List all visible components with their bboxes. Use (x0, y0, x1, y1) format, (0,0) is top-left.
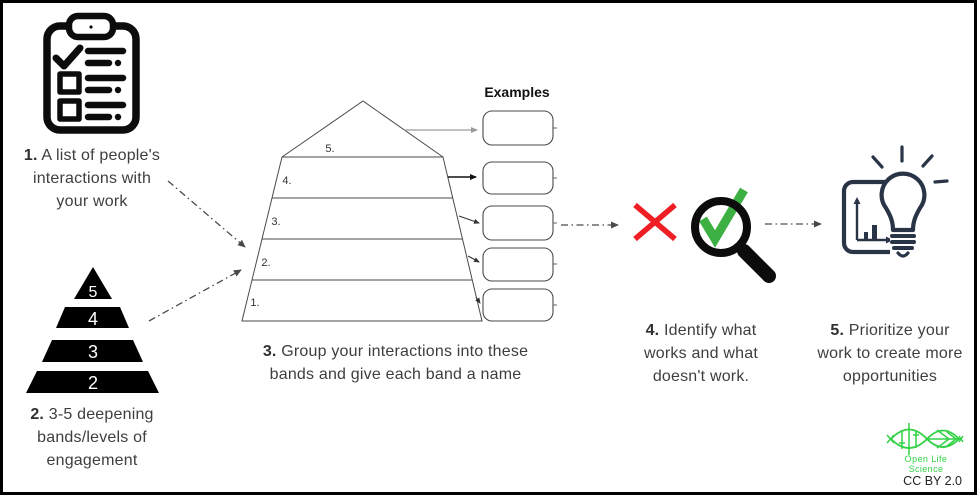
caption-line: 5. Prioritize your (830, 322, 950, 339)
band-label-5: 5. (325, 143, 334, 155)
black-pyramid-level-3: 3 (88, 342, 98, 362)
caption-line: 3. Group your interactions into these (262, 343, 529, 360)
example-boxes (482, 110, 557, 322)
lightbulb-chart-icon (841, 145, 949, 258)
caption-line: 1. A list of people's (23, 147, 161, 164)
examples-heading: Examples (484, 84, 550, 100)
arrow-step2-to-pyramid (148, 269, 242, 322)
main-pyramid (241, 100, 483, 322)
step5-caption: 5. Prioritize your work to create more o… (801, 319, 974, 388)
step4-number: 4. (645, 322, 660, 339)
example-box-4 (482, 247, 554, 282)
step3-caption: 3. Group your interactions into these ba… (238, 340, 553, 386)
example-box-1 (482, 110, 554, 146)
caption-line: your work (56, 193, 128, 210)
caption-line: interactions with (32, 170, 152, 187)
band-label-4: 4. (282, 175, 291, 187)
band-label-1: 1. (250, 297, 259, 309)
step4-caption: 4. Identify what works and what doesn't … (621, 319, 781, 388)
step5-number: 5. (830, 322, 845, 339)
black-pyramid-level-5: 5 (89, 284, 98, 301)
caption-line: 4. Identify what (645, 322, 757, 339)
black-pyramid-level-4: 4 (88, 309, 98, 329)
example-box-2 (482, 161, 554, 195)
step1-number: 1. (23, 147, 38, 164)
band-label-3: 3. (271, 216, 280, 228)
black-pyramid-level-2: 2 (88, 373, 98, 393)
caption-line: engagement (46, 452, 138, 469)
license-text: CC BY 2.0 (903, 474, 962, 488)
step1-caption: 1. A list of people's interactions with … (13, 144, 171, 213)
magnifier-check-icon (691, 187, 776, 283)
logo-text: Open Life Science (904, 454, 948, 474)
caption-line: opportunities (842, 368, 938, 385)
step3-number: 3. (262, 343, 277, 360)
band-label-2: 2. (261, 257, 270, 269)
pyramid-box-connectors (404, 127, 481, 304)
arrow-step1-to-pyramid (167, 180, 246, 248)
open-life-science-dna-icon (886, 423, 964, 455)
example-box-5 (482, 288, 554, 322)
black-pyramid-icon: 5 4 3 2 (26, 267, 159, 393)
caption-line: work to create more (817, 345, 963, 362)
main-pyramid-band-labels: 5. 4. 3. 2. 1. (250, 143, 334, 309)
caption-line: bands/levels of (37, 429, 147, 446)
caption-line: 2. 3-5 deepening (30, 406, 154, 423)
caption-line: doesn't work. (652, 368, 750, 385)
step2-number: 2. (30, 406, 45, 423)
clipboard-checklist-icon (43, 12, 140, 134)
caption-line: works and what (644, 345, 758, 362)
caption-line: bands and give each band a name (269, 366, 522, 383)
diagram-artwork: 5 4 3 2 5. 4. 3. 2. 1. (26, 12, 964, 455)
step2-caption: 2. 3-5 deepening bands/levels of engagem… (13, 403, 171, 472)
flow-arrows (148, 180, 822, 322)
example-box-3 (482, 205, 554, 241)
red-cross-icon (633, 202, 677, 242)
